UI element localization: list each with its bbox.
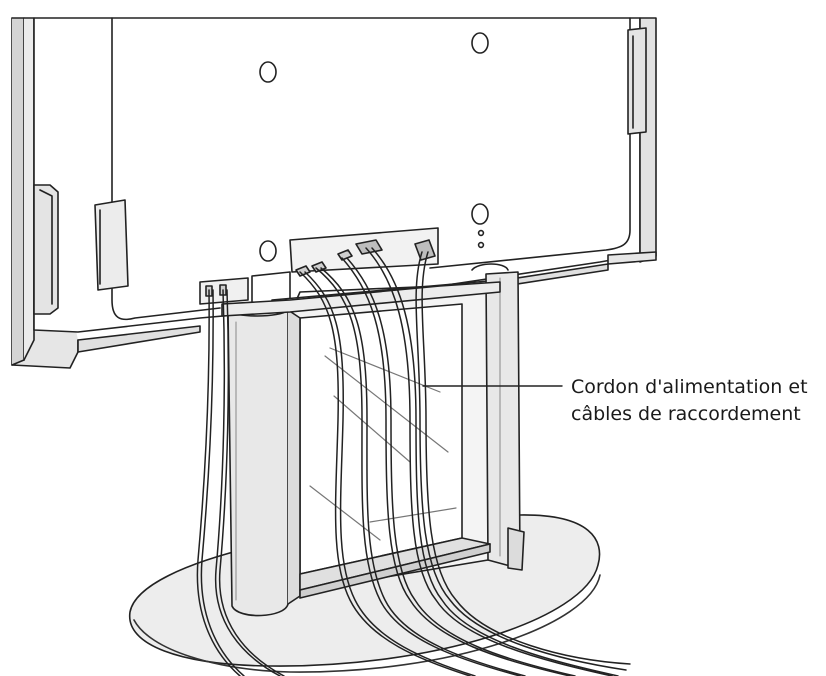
connector-panel <box>199 227 439 307</box>
cables <box>196 247 631 676</box>
callout-line-1: Cordon d'alimentation et <box>571 376 808 398</box>
tv-back-panel <box>11 17 657 369</box>
callout-line-2: câbles de raccordement <box>571 403 801 425</box>
cable-callout-label: Cordon d'alimentation et câbles de racco… <box>571 374 808 428</box>
